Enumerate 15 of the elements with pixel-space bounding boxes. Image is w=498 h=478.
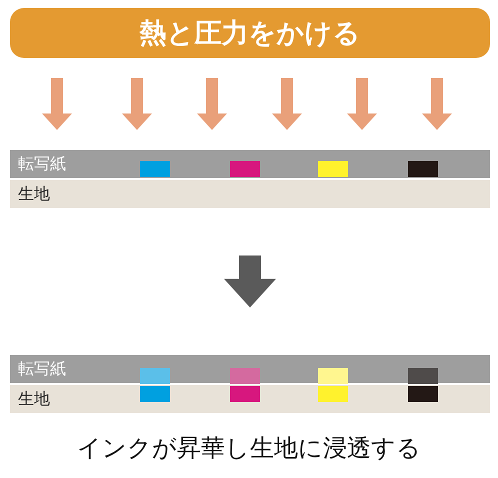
arrow [42, 78, 72, 130]
band-label: 生地 [18, 391, 50, 407]
arrow [224, 256, 276, 308]
banner-title: 熱と圧力をかける [138, 20, 362, 46]
arrow [197, 78, 227, 130]
fabric-band [10, 180, 490, 208]
caption: インクが昇華し生地に浸透する [76, 433, 422, 464]
band-label: 転写紙 [18, 361, 66, 377]
arrow [122, 78, 152, 130]
banner [10, 8, 490, 58]
band-label: 生地 [18, 186, 50, 202]
arrow [422, 78, 452, 130]
arrow [347, 78, 377, 130]
band-label: 転写紙 [18, 156, 66, 172]
arrow [272, 78, 302, 130]
